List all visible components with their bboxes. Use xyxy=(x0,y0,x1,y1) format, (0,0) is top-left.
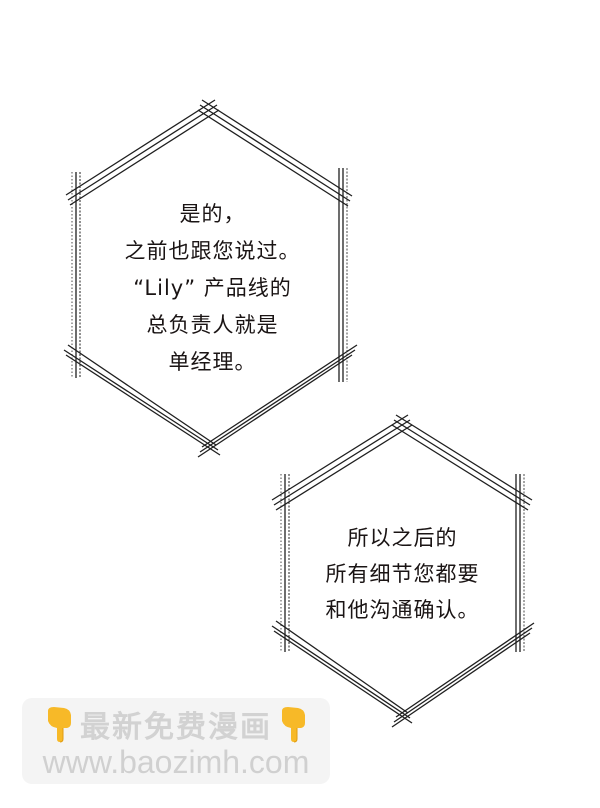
bubble-2-line: 所以之后的 xyxy=(347,526,458,550)
pointing-down-hand-icon xyxy=(278,705,308,743)
bubble-1-text: 是的， 之前也跟您说过。 “Lily” 产品线的 总负责人就是 单经理。 xyxy=(95,196,330,381)
bubble-2-frame xyxy=(271,414,535,728)
bubble-1-line: 单经理。 xyxy=(168,350,257,374)
watermark-title: 最新免费漫画 xyxy=(80,710,272,745)
watermark-url[interactable]: www.baozimh.com xyxy=(42,744,310,780)
bubble-1-frame xyxy=(63,99,358,458)
bubble-2-line: 所有细节您都要 xyxy=(325,562,480,586)
bubble-1-line: 是的， xyxy=(179,202,246,226)
pointing-down-hand-icon xyxy=(44,705,74,743)
watermark-banner[interactable]: 最新免费漫画 www.baozimh.com xyxy=(22,698,330,784)
bubble-2-line: 和他沟通确认。 xyxy=(325,598,480,622)
bubble-1-line: 总负责人就是 xyxy=(146,313,279,337)
bubble-1-line: 之前也跟您说过。 xyxy=(124,239,301,263)
watermark-title-row: 最新免费漫画 xyxy=(22,704,330,745)
bubble-1-line: “Lily” 产品线的 xyxy=(133,276,292,300)
bubble-2-text: 所以之后的 所有细节您都要 和他沟通确认。 xyxy=(290,520,515,628)
